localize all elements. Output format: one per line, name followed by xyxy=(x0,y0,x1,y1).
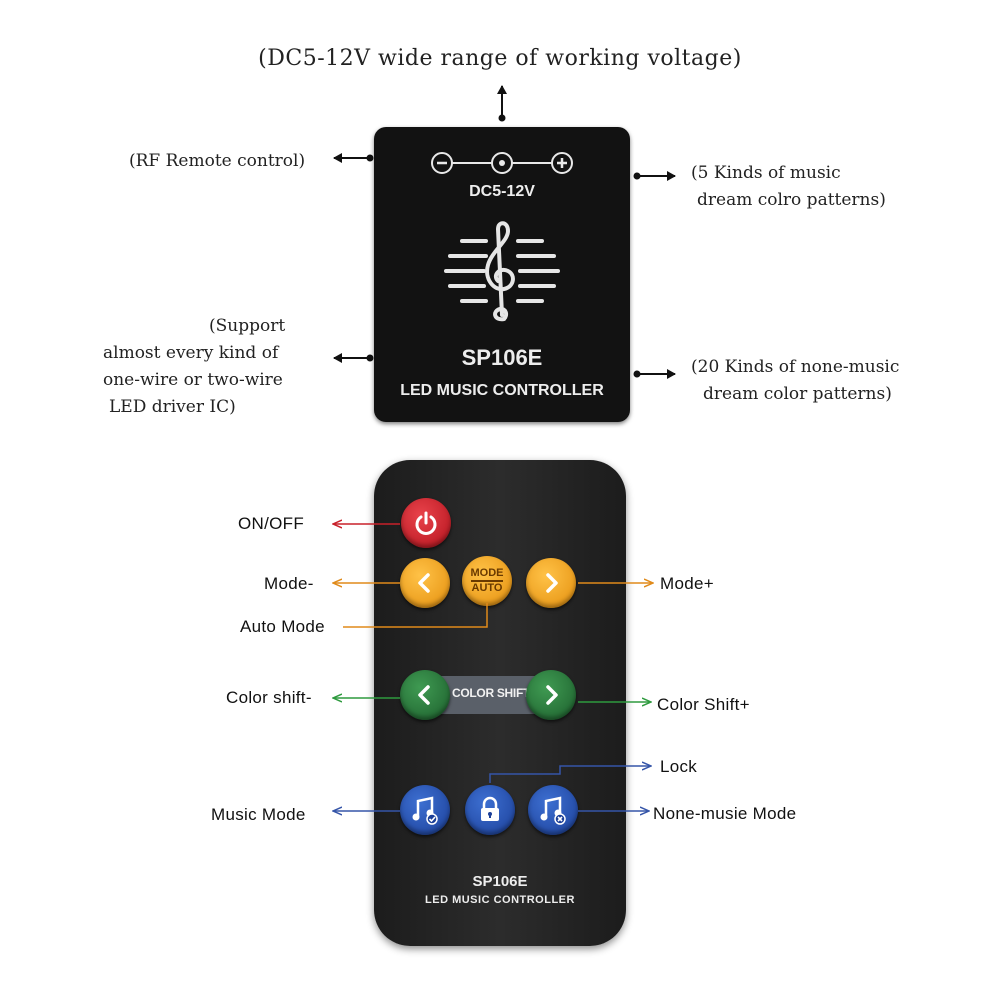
rf-arrow xyxy=(333,153,374,163)
none-music-mode-button[interactable] xyxy=(528,785,578,835)
lock-label: Lock xyxy=(660,757,698,776)
music-patterns-callout: (5 Kinds of music dream colro patterns) xyxy=(691,160,886,214)
driver-support-line-4: LED driver IC) xyxy=(109,397,236,417)
device-name-text: LED MUSIC CONTROLLER xyxy=(400,382,604,399)
music-patterns-arrow xyxy=(633,171,676,181)
voltage-callout: (DC5-12V wide range of working voltage) xyxy=(258,46,742,71)
device-voltage-text: DC5-12V xyxy=(469,183,535,200)
nonmusic-patterns-line-2: dream color patterns) xyxy=(703,384,892,404)
treble-clef-icon xyxy=(444,221,560,322)
mode-minus-button[interactable] xyxy=(400,558,450,608)
music-note-check-icon xyxy=(412,796,438,825)
music-patterns-line-1: (5 Kinds of music xyxy=(691,163,841,183)
rf-remote-callout: (RF Remote control) xyxy=(129,151,306,171)
chevron-right-icon xyxy=(546,685,558,705)
mode-auto-divider xyxy=(471,580,503,582)
voltage-arrow xyxy=(497,85,507,122)
mode-minus-label: Mode- xyxy=(264,574,314,593)
driver-support-line-3: one-wire or two-wire xyxy=(103,370,283,390)
music-patterns-line-2: dream colro patterns) xyxy=(697,190,886,210)
lock-arrow xyxy=(489,766,650,783)
controller-device: DC5-12V SP106E LED MUSIC CONTROLLER xyxy=(374,127,630,422)
lock-button[interactable] xyxy=(465,785,515,835)
color-shift-plus-label: Color Shift+ xyxy=(657,695,750,714)
power-button[interactable] xyxy=(401,498,451,548)
color-shift-minus-button[interactable] xyxy=(400,670,450,720)
music-mode-label: Music Mode xyxy=(211,805,306,824)
dc-polarity-icon xyxy=(431,152,573,174)
mode-plus-button[interactable] xyxy=(526,558,576,608)
auto-mode-line xyxy=(343,603,488,628)
driver-support-line-1: (Support xyxy=(209,316,286,336)
color-shift-plus-button[interactable] xyxy=(526,670,576,720)
music-note-cross-icon xyxy=(540,796,566,825)
remote-model-text: SP106E xyxy=(472,873,528,890)
remote-name-text: LED MUSIC CONTROLLER xyxy=(425,894,575,906)
lock-icon xyxy=(481,796,499,821)
remote-arrows xyxy=(0,440,1000,860)
driver-support-arrow xyxy=(333,353,374,363)
power-icon xyxy=(415,511,437,535)
color-shift-text: COLOR SHIFT xyxy=(451,686,531,700)
nonmusic-patterns-arrow xyxy=(633,369,676,379)
mode-auto-button[interactable]: MODE AUTO xyxy=(462,556,512,606)
chevron-right-icon xyxy=(546,573,558,593)
color-shift-minus-label: Color shift- xyxy=(226,688,312,707)
device-model-text: SP106E xyxy=(461,345,543,370)
chevron-left-icon xyxy=(418,685,430,705)
mode-plus-label: Mode+ xyxy=(660,574,714,593)
driver-support-line-2: almost every kind of xyxy=(103,343,279,363)
auto-mode-label: Auto Mode xyxy=(240,617,325,636)
chevron-left-icon xyxy=(418,573,430,593)
mode-auto-top-text: MODE xyxy=(470,567,504,580)
none-music-mode-label: None-musie Mode xyxy=(653,804,797,823)
mode-auto-bottom-text: AUTO xyxy=(471,581,503,594)
controller-arrows xyxy=(333,85,676,379)
nonmusic-patterns-callout: (20 Kinds of none-music dream color patt… xyxy=(691,354,899,408)
on-off-label: ON/OFF xyxy=(238,514,305,533)
driver-support-callout: (Support almost every kind of one-wire o… xyxy=(103,313,285,421)
nonmusic-patterns-line-1: (20 Kinds of none-music xyxy=(691,357,900,377)
music-mode-button[interactable] xyxy=(400,785,450,835)
